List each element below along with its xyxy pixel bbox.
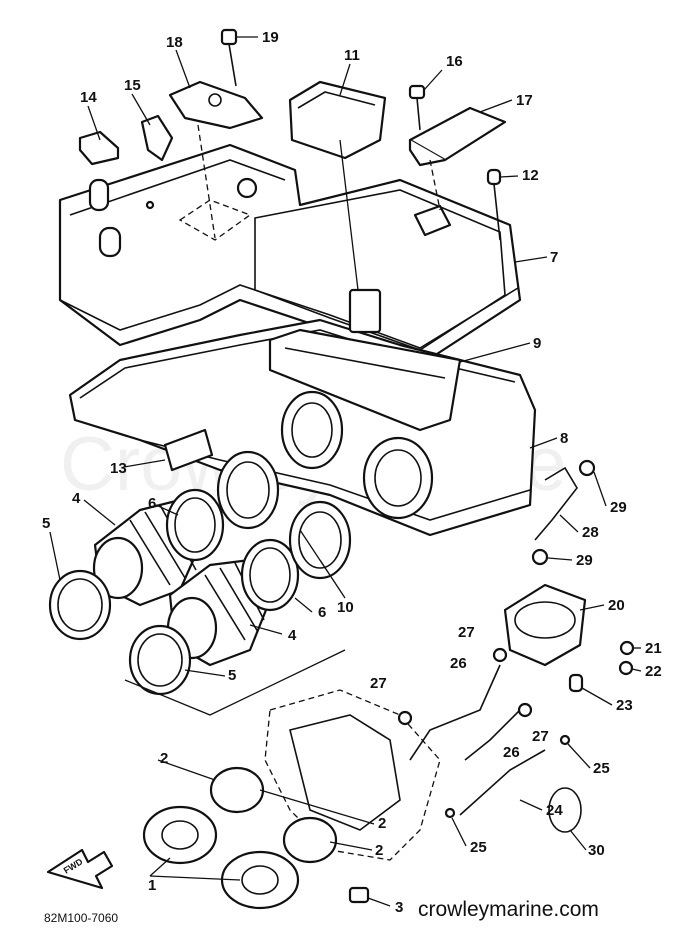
- callout-19: 19: [262, 29, 279, 46]
- website-label: crowleymarine.com: [418, 898, 599, 921]
- callout-6a: 6: [148, 495, 156, 512]
- clamps: [48, 450, 352, 696]
- air-box-cover: [58, 143, 522, 367]
- callout-1: 1: [148, 877, 156, 894]
- callout-2a: 2: [160, 750, 168, 767]
- callout-10: 10: [337, 599, 354, 616]
- callout-22: 22: [645, 663, 662, 680]
- bracket-18: [168, 80, 264, 130]
- clip-15: [140, 114, 174, 210]
- callout-5a: 5: [42, 515, 50, 532]
- forward-arrow: FWD: [46, 848, 114, 890]
- bracket-17: [408, 106, 507, 167]
- callout-12: 12: [522, 167, 539, 184]
- callout-11: 11: [344, 47, 360, 64]
- assembly-line-17: [429, 159, 441, 211]
- callout-23: 23: [616, 697, 633, 714]
- engine-outline: [264, 689, 441, 861]
- callout-29b: 29: [576, 552, 593, 569]
- callout-25b: 25: [593, 760, 610, 777]
- callout-5b: 5: [228, 667, 236, 684]
- callout-8: 8: [560, 430, 568, 447]
- callout-16: 16: [446, 53, 463, 70]
- filter-element-11: [288, 80, 387, 334]
- callout-4b: 4: [288, 627, 297, 644]
- callout-20: 20: [608, 597, 625, 614]
- callout-2c: 2: [378, 815, 386, 832]
- callout-30: 30: [588, 842, 605, 859]
- callout-24: 24: [546, 802, 563, 819]
- plug-12: [486, 168, 502, 241]
- group-bracket-5: [124, 649, 346, 716]
- callout-4a: 4: [72, 490, 81, 507]
- callout-3: 3: [395, 899, 403, 916]
- callout-7: 7: [550, 249, 558, 266]
- callout-labels: 1 2 2 2 3 4 4 5 5 6 6 7 8 9 10 11 12 13 …: [42, 29, 662, 916]
- callout-27a: 27: [458, 624, 475, 641]
- leader-lines: [49, 36, 642, 907]
- assembly-line-18: [197, 124, 216, 239]
- callout-28: 28: [582, 524, 599, 541]
- air-box-case: [68, 318, 537, 537]
- hose-assembly: [397, 459, 635, 833]
- callout-29a: 29: [610, 499, 627, 516]
- callout-17: 17: [516, 92, 533, 109]
- assembly-line-11: [339, 139, 359, 291]
- drawing-code: 82M100-7060: [44, 911, 118, 925]
- callout-26a: 26: [450, 655, 467, 672]
- callout-15: 15: [124, 77, 141, 94]
- callout-9: 9: [533, 335, 541, 352]
- callout-6b: 6: [318, 604, 326, 621]
- callout-27b: 27: [370, 675, 387, 692]
- callout-18: 18: [166, 34, 183, 51]
- bolt-16: [408, 84, 426, 131]
- callout-25a: 25: [470, 839, 487, 856]
- callout-27c: 27: [532, 728, 549, 745]
- callout-13: 13: [110, 460, 127, 477]
- callout-26b: 26: [503, 744, 520, 761]
- callout-2b: 2: [375, 842, 383, 859]
- bolt-19: [220, 28, 238, 87]
- bracket-14: [78, 130, 120, 166]
- carb-joints: [142, 766, 370, 910]
- callout-21: 21: [645, 640, 662, 657]
- callout-14: 14: [80, 89, 97, 106]
